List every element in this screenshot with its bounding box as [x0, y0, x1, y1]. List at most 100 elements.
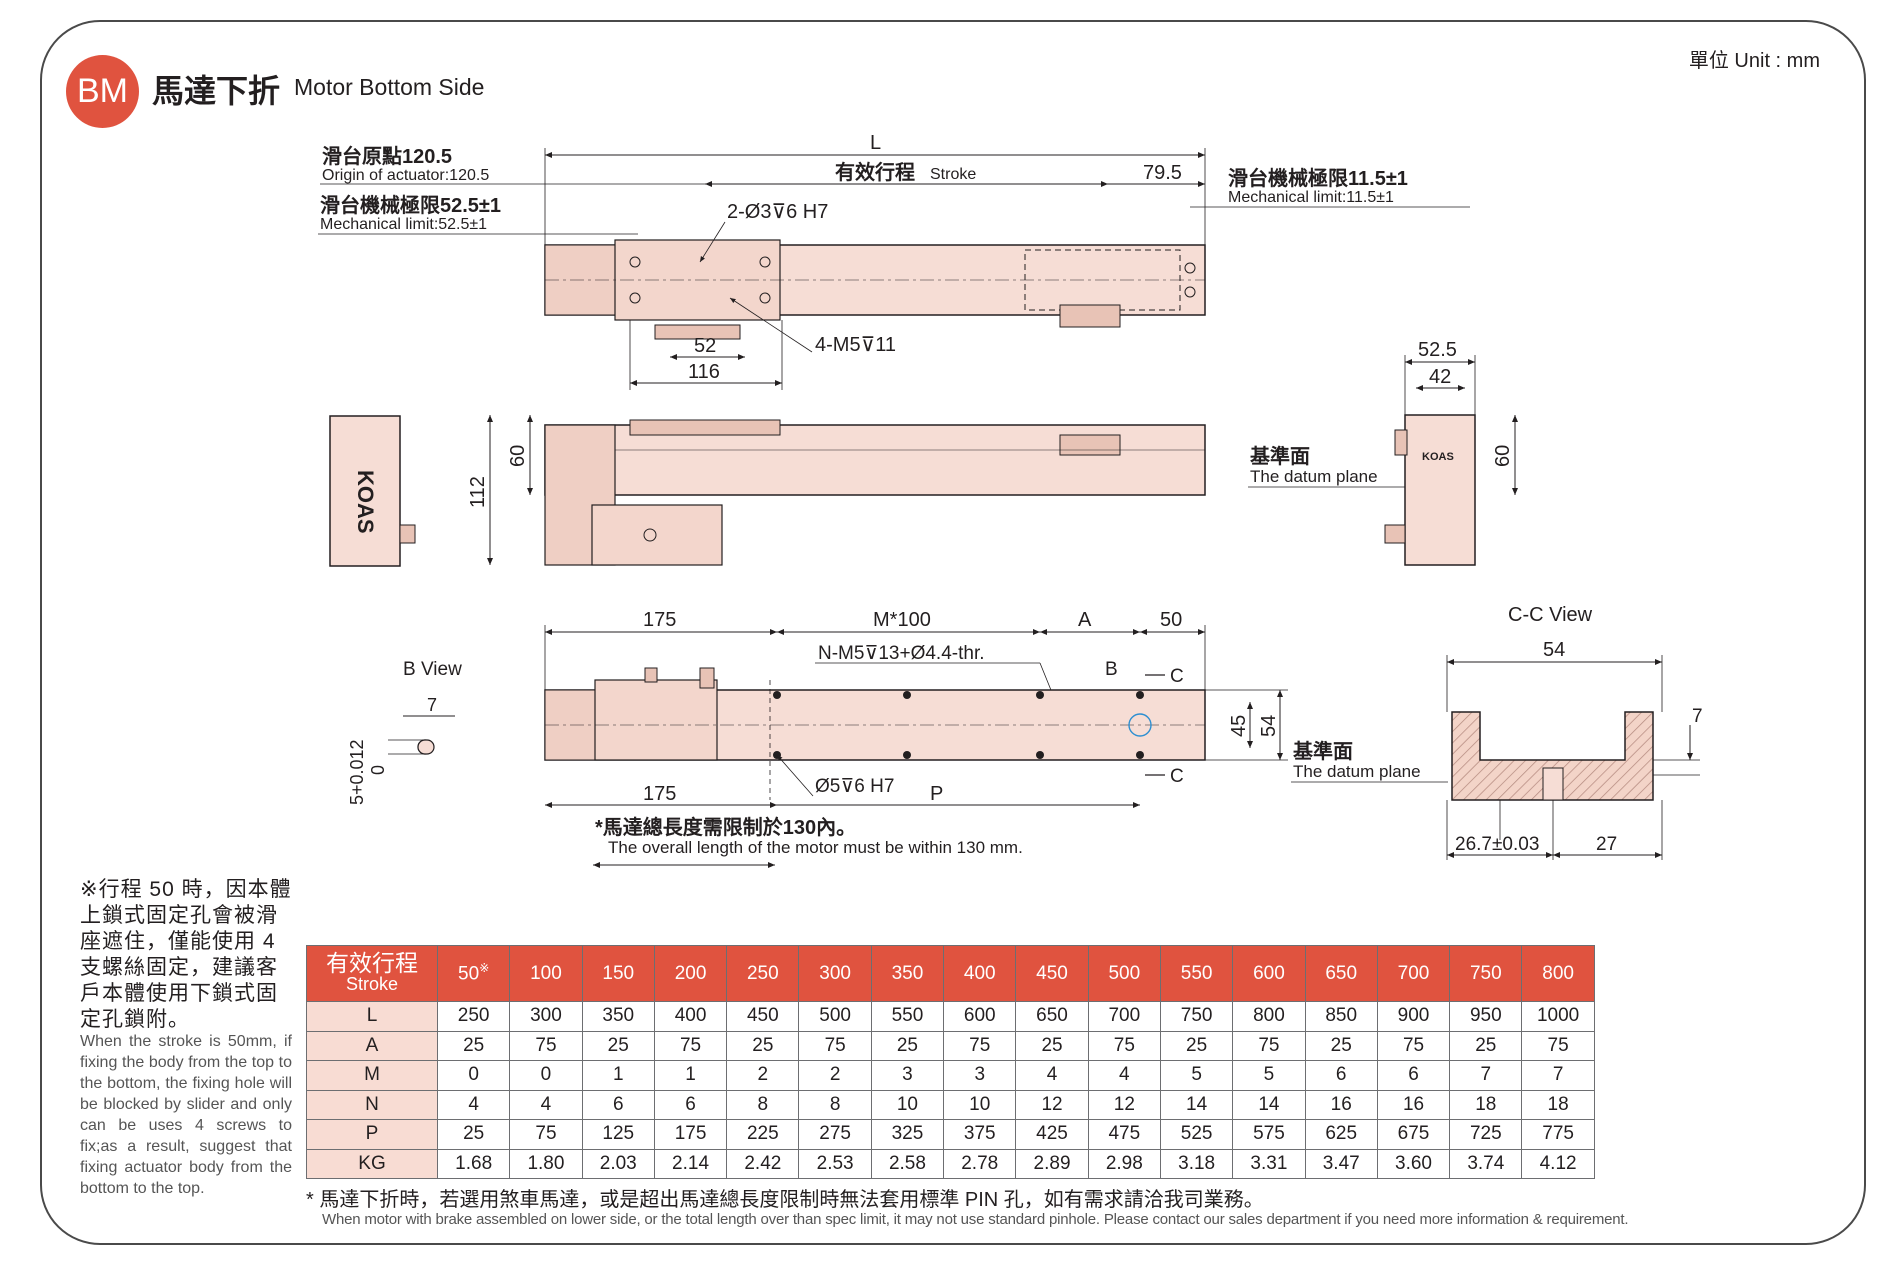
- table-cell: 5: [1232, 1060, 1306, 1091]
- motor-note-zh: *馬達總長度需限制於130內。: [595, 815, 856, 839]
- table-cell: 225: [726, 1119, 800, 1150]
- table-cell: 400: [653, 1001, 728, 1032]
- stroke-header: 800: [1521, 945, 1595, 1002]
- dim-79-5: 79.5: [1143, 162, 1182, 184]
- stroke-header: 350: [870, 945, 945, 1002]
- hole-pin-note: 2-Ø3⊽6 H7: [727, 201, 828, 223]
- page-title-en: Motor Bottom Side: [294, 74, 485, 100]
- mech-limit-right-en: Mechanical limit:11.5±1: [1228, 189, 1394, 206]
- top-view: L 滑台原點120.5 Origin of actuator:120.5 有效行…: [318, 132, 1470, 390]
- motor-side: [591, 504, 723, 566]
- table-cell: 2: [798, 1060, 872, 1091]
- corner-zh: 有效行程: [326, 949, 418, 976]
- pin-note: Ø5⊽6 H7: [815, 776, 894, 797]
- dim-60: 60: [507, 445, 529, 467]
- dim-50: 50: [1160, 609, 1182, 631]
- dim-112: 112: [467, 476, 489, 508]
- table-cell: 3.74: [1449, 1148, 1523, 1179]
- row-label: M: [306, 1060, 438, 1091]
- table-cell: 3.60: [1376, 1148, 1451, 1179]
- b-view-dim-0: 0: [368, 765, 388, 775]
- table-cell: 2: [726, 1060, 800, 1091]
- table-cell: 6: [653, 1089, 728, 1120]
- end-dim-52-5: 52.5: [1418, 339, 1457, 361]
- stroke-header: 600: [1232, 945, 1306, 1002]
- row-label: A: [306, 1030, 438, 1061]
- table-cell: 8: [726, 1089, 800, 1120]
- b-view: B View 7 5+0.012 0: [347, 659, 462, 805]
- table-cell: 4: [436, 1089, 511, 1120]
- table-cell: 3: [870, 1060, 945, 1091]
- table-cell: 450: [726, 1001, 800, 1032]
- origin-label-zh: 滑台原點120.5: [322, 144, 452, 168]
- cc-dim-26-7: 26.7±0.03: [1455, 834, 1539, 855]
- table-cell: 250: [436, 1001, 511, 1032]
- cc-section: [1451, 711, 1654, 801]
- table-cell: 600: [943, 1001, 1017, 1032]
- end-view-small: [329, 415, 401, 567]
- mech-limit-left-en: Mechanical limit:52.5±1: [320, 216, 487, 233]
- table-cell: 4.12: [1521, 1148, 1595, 1179]
- end-logo-right: KOAS: [1422, 451, 1454, 463]
- table-cell: 10: [943, 1089, 1017, 1120]
- unit-label: 單位 Unit : mm: [1688, 50, 1820, 72]
- table-cell: 3: [943, 1060, 1017, 1091]
- stroke-header: 200: [653, 945, 728, 1002]
- table-cell: 75: [1232, 1030, 1306, 1061]
- corner-en: Stroke: [345, 973, 399, 994]
- table-cell: 525: [1159, 1119, 1234, 1150]
- table-cell: 75: [943, 1030, 1017, 1061]
- table-cell: 675: [1376, 1119, 1451, 1150]
- stroke-header: 250: [726, 945, 800, 1002]
- cc-dim-27: 27: [1596, 834, 1617, 855]
- dim-175-bottom: 175: [643, 783, 676, 805]
- end-dim-42: 42: [1429, 366, 1451, 388]
- table-cell: 800: [1232, 1001, 1306, 1032]
- table-cell: 75: [798, 1030, 872, 1061]
- table-cell: 25: [1449, 1030, 1523, 1061]
- table-cell: 75: [653, 1030, 728, 1061]
- stroke-header: 550: [1159, 945, 1234, 1002]
- end-view-right: [1404, 414, 1476, 566]
- table-cell: 850: [1304, 1001, 1378, 1032]
- table-cell: 75: [1521, 1030, 1595, 1061]
- table-cell: 5: [1159, 1060, 1234, 1091]
- table-cell: 300: [509, 1001, 583, 1032]
- dim-A: A: [1078, 609, 1092, 631]
- table-cell: 550: [870, 1001, 945, 1032]
- stroke-header: 650: [1304, 945, 1378, 1002]
- table-cell: 4: [509, 1089, 583, 1120]
- table-cell: 475: [1087, 1119, 1161, 1150]
- table-cell: 6: [1304, 1060, 1378, 1091]
- table-cell: 2.58: [870, 1148, 945, 1179]
- model-badge: BM: [66, 55, 139, 128]
- label-b: B: [1105, 659, 1118, 680]
- table-cell: 3.31: [1232, 1148, 1306, 1179]
- table-cell: 375: [943, 1119, 1017, 1150]
- datum-label-side-en: The datum plane: [1250, 467, 1378, 486]
- stroke-header: 300: [798, 945, 872, 1002]
- stroke-label-zh: 有效行程: [835, 160, 915, 184]
- datum-label-bottom-en: The datum plane: [1293, 762, 1421, 781]
- table-cell: 7: [1521, 1060, 1595, 1091]
- table-cell: 6: [581, 1089, 655, 1120]
- table-cell: 575: [1232, 1119, 1306, 1150]
- label-c-top: C: [1170, 666, 1184, 687]
- page-frame: [40, 20, 1866, 1245]
- b-view-dim-7: 7: [427, 695, 437, 715]
- stroke-header: 100: [509, 945, 583, 1002]
- spec-table: 有效行程 Stroke 50※ 100 150 200 250 300 350 …: [306, 945, 1595, 1179]
- stroke-note-en: When the stroke is 50mm, if fixing the b…: [80, 1033, 292, 1197]
- side-view: KOAS 112 60 KOAS 52.5 42 60 基準面 The datu…: [329, 339, 1518, 567]
- footer-note-en: When motor with brake assembled on lower…: [322, 1211, 1629, 1228]
- table-cell: 25: [1304, 1030, 1378, 1061]
- table-cell: 3.18: [1159, 1148, 1234, 1179]
- dim-54: 54: [1258, 715, 1280, 737]
- table-cell: 650: [1015, 1001, 1089, 1032]
